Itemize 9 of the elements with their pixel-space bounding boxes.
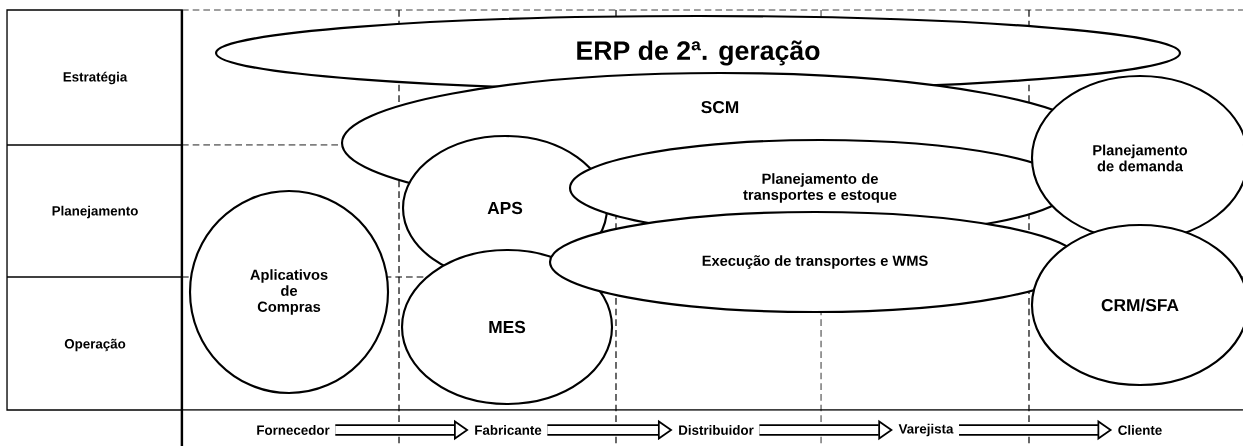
- node-label: CRM/SFA: [1101, 298, 1179, 312]
- stage-label: Cliente: [1118, 425, 1162, 435]
- row-label: Estratégia: [63, 71, 128, 85]
- stage-label: Fornecedor: [257, 425, 330, 435]
- stage-label: Distribuidor: [679, 425, 754, 435]
- row-label: Planejamento: [52, 205, 138, 219]
- stage-label: Varejista: [898, 423, 954, 437]
- stage-label: Fabricante: [475, 425, 542, 435]
- row-label: Operação: [64, 338, 126, 352]
